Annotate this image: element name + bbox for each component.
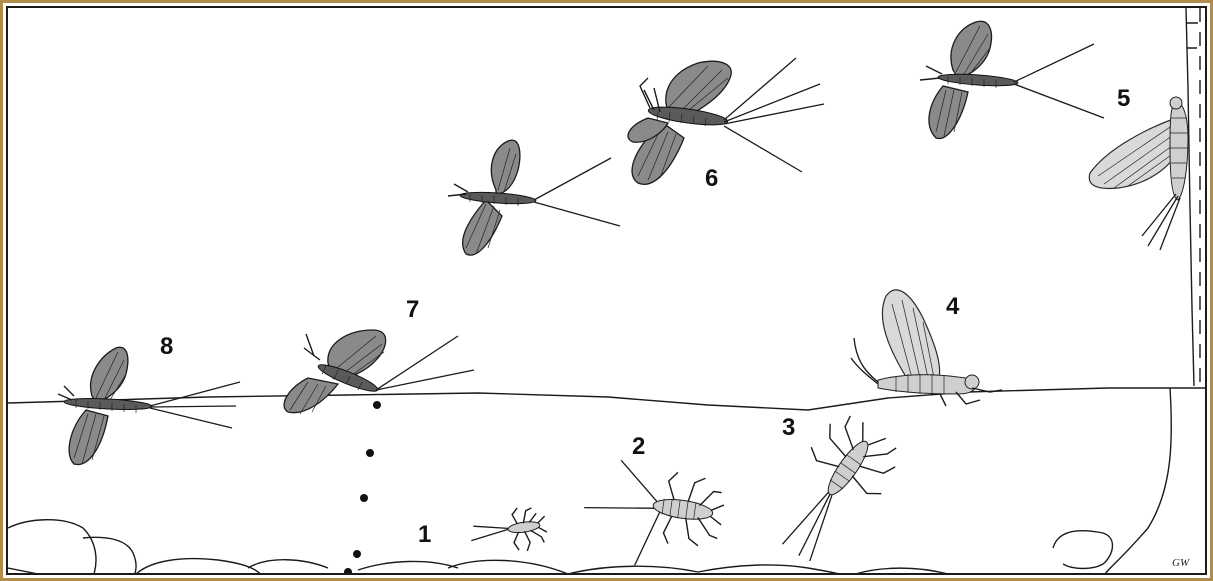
- rising-path-dots: [344, 401, 381, 575]
- stage-5-spinner-on-wall: [1089, 97, 1188, 250]
- stage-label-3: 3: [782, 414, 795, 441]
- mayfly-life-cycle-illustration: 1 2 3 4 5 6 7 8 GW: [8, 8, 1207, 575]
- riverbed-stones: [8, 520, 1112, 575]
- stage-label-7: 7: [406, 296, 419, 323]
- stage-3-emerging-nymph: [756, 406, 909, 574]
- spinner-flying-upper-right: [920, 21, 1104, 138]
- stage-label-4: 4: [946, 293, 960, 320]
- artist-signature: GW: [1172, 557, 1190, 569]
- stage-7-spinner-landing: [284, 330, 474, 414]
- stage-label-2: 2: [632, 433, 645, 460]
- river-bank-line: [1103, 388, 1171, 575]
- stage-4-dun-on-surface: [851, 290, 1002, 406]
- stage-2-nymph: [577, 456, 728, 575]
- stage-8-spent-spinner: [58, 347, 240, 464]
- stage-label-5: 5: [1117, 85, 1130, 112]
- stage-label-6: 6: [705, 165, 718, 192]
- stage-1-nymph: [468, 504, 549, 558]
- stage-6-spinners-flying: [628, 58, 824, 184]
- spinner-flying-middle: [448, 140, 620, 255]
- stage-label-8: 8: [160, 333, 173, 360]
- illustration-panel: 1 2 3 4 5 6 7 8 GW: [6, 6, 1207, 575]
- stage-label-1: 1: [418, 521, 431, 548]
